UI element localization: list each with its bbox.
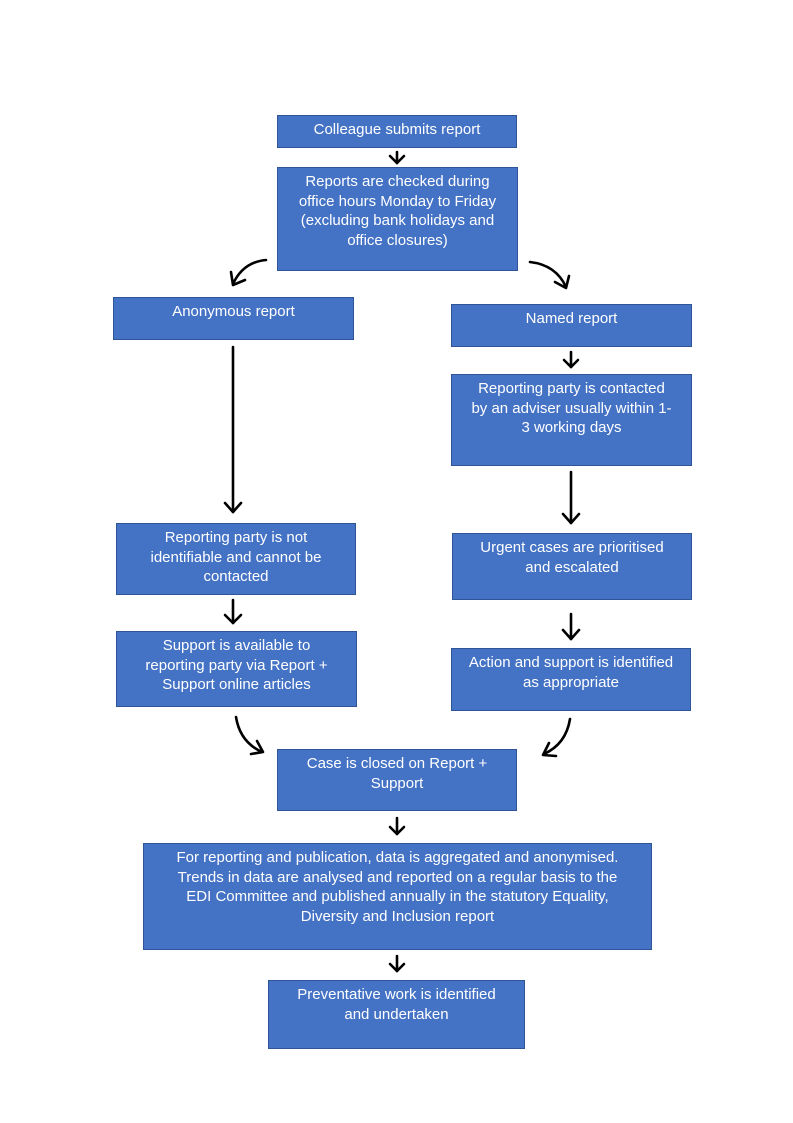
node-urgent-cases: Urgent cases are prioritised and escalat… — [452, 533, 692, 600]
node-label: Preventative work is identified and unde… — [297, 986, 496, 1023]
node-anonymous-report: Anonymous report — [113, 297, 354, 340]
arrow-checked-to-named — [528, 260, 571, 290]
node-label: Support is available to reporting party … — [145, 637, 328, 693]
node-case-closed: Case is closed on Report + Support — [277, 749, 517, 811]
arrow-checked-to-anonymous — [229, 258, 268, 287]
node-label: For reporting and publication, data is a… — [176, 849, 619, 925]
node-support-online-articles: Support is available to reporting party … — [116, 631, 357, 707]
node-data-aggregated: For reporting and publication, data is a… — [143, 843, 652, 950]
arrow-anonymous-to-not-identifiable — [223, 345, 243, 514]
node-label: Reporting party is not identifiable and … — [150, 529, 322, 585]
node-label: Reports are checked during office hours … — [298, 173, 497, 249]
arrow-action-support-to-closed — [541, 717, 572, 758]
node-reporting-party-contacted: Reporting party is contacted by an advis… — [451, 374, 692, 466]
node-label: Colleague submits report — [313, 121, 481, 138]
node-preventative-work: Preventative work is identified and unde… — [268, 980, 525, 1049]
node-named-report: Named report — [451, 304, 692, 347]
arrow-contacted-to-urgent — [561, 470, 581, 525]
node-label: Action and support is identified as appr… — [468, 654, 674, 691]
node-reporting-party-not-identifiable: Reporting party is not identifiable and … — [116, 523, 356, 595]
node-label: Case is closed on Report + Support — [306, 755, 488, 792]
node-label: Reporting party is contacted by an advis… — [471, 380, 672, 436]
arrow-submit-to-checked — [388, 150, 406, 165]
arrow-named-to-contacted — [562, 350, 580, 369]
arrow-support-online-to-closed — [234, 715, 265, 756]
node-label: Anonymous report — [172, 303, 295, 320]
arrow-not-identifiable-to-support-online — [223, 598, 243, 625]
node-reports-checked: Reports are checked during office hours … — [277, 167, 518, 271]
arrow-closed-to-aggregated — [388, 816, 406, 836]
node-colleague-submits-report: Colleague submits report — [277, 115, 517, 148]
node-label: Named report — [525, 310, 618, 327]
node-label: Urgent cases are prioritised and escalat… — [480, 539, 664, 576]
node-action-and-support: Action and support is identified as appr… — [451, 648, 691, 711]
arrow-aggregated-to-preventative — [388, 954, 406, 973]
arrow-urgent-to-action-support — [561, 612, 581, 641]
